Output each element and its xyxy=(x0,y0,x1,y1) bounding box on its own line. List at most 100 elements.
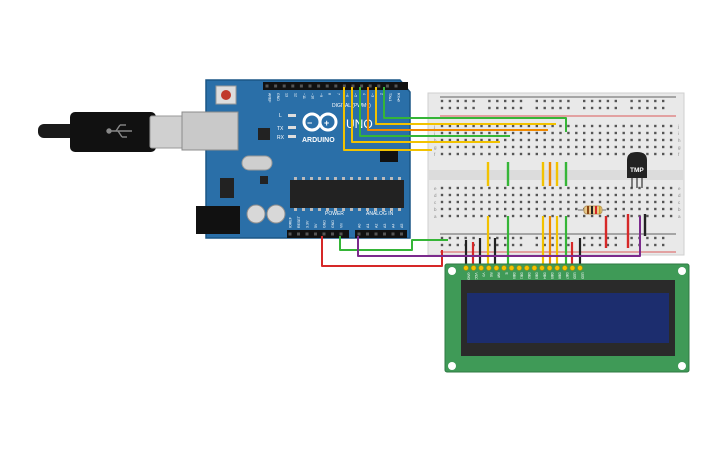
breadboard-hole[interactable] xyxy=(606,124,610,128)
breadboard-hole[interactable] xyxy=(590,138,594,142)
breadboard-hole[interactable] xyxy=(496,193,499,197)
breadboard-hole[interactable] xyxy=(551,131,554,135)
rail-hole[interactable] xyxy=(646,236,649,240)
rail-hole[interactable] xyxy=(606,106,610,110)
breadboard-hole[interactable] xyxy=(527,145,531,149)
breadboard-hole[interactable] xyxy=(575,207,578,211)
rail-hole[interactable] xyxy=(535,106,538,110)
breadboard-hole[interactable] xyxy=(480,145,483,149)
breadboard-hole[interactable] xyxy=(504,207,507,211)
rail-hole[interactable] xyxy=(543,106,546,110)
breadboard-hole[interactable] xyxy=(606,138,610,142)
breadboard-hole[interactable] xyxy=(622,138,625,142)
breadboard-hole[interactable] xyxy=(598,138,602,142)
breadboard-hole[interactable] xyxy=(567,214,570,218)
breadboard-hole[interactable] xyxy=(630,214,633,218)
rail-hole[interactable] xyxy=(598,236,602,240)
rail-hole[interactable] xyxy=(543,243,546,247)
analog-pin-hole[interactable] xyxy=(391,232,395,236)
rail-hole[interactable] xyxy=(590,243,594,247)
breadboard-hole[interactable] xyxy=(496,207,499,211)
breadboard-hole[interactable] xyxy=(448,193,452,197)
breadboard-hole[interactable] xyxy=(519,200,523,204)
breadboard-hole[interactable] xyxy=(480,193,483,197)
breadboard-hole[interactable] xyxy=(575,138,578,142)
breadboard-hole[interactable] xyxy=(504,131,507,135)
wires-power[interactable] xyxy=(321,216,641,267)
breadboard-hole[interactable] xyxy=(559,145,562,149)
breadboard-hole[interactable] xyxy=(567,207,570,211)
rail-hole[interactable] xyxy=(654,243,657,247)
wire-gnd-green[interactable] xyxy=(339,236,448,251)
breadboard-hole[interactable] xyxy=(598,186,602,190)
breadboard-hole[interactable] xyxy=(606,152,610,156)
breadboard-hole[interactable] xyxy=(535,145,538,149)
breadboard-hole[interactable] xyxy=(488,193,491,197)
breadboard-hole[interactable] xyxy=(614,186,617,190)
analog-header[interactable] xyxy=(355,230,407,238)
breadboard-hole[interactable] xyxy=(488,200,491,204)
breadboard-hole[interactable] xyxy=(614,214,617,218)
lcd-pin[interactable] xyxy=(478,265,484,271)
rail-hole[interactable] xyxy=(448,236,452,240)
breadboard-hole[interactable] xyxy=(543,193,546,197)
breadboard-hole[interactable] xyxy=(669,152,673,156)
breadboard-hole[interactable] xyxy=(480,138,483,142)
resistor[interactable] xyxy=(578,205,606,215)
breadboard-hole[interactable] xyxy=(622,207,625,211)
wire-pin7-green[interactable] xyxy=(383,87,567,132)
breadboard-hole[interactable] xyxy=(559,186,562,190)
breadboard-hole[interactable] xyxy=(551,207,554,211)
lcd-pin[interactable] xyxy=(531,265,538,271)
breadboard-hole[interactable] xyxy=(669,200,673,204)
breadboard-hole[interactable] xyxy=(551,193,554,197)
breadboard-hole[interactable] xyxy=(646,193,649,197)
breadboard-hole[interactable] xyxy=(583,152,586,156)
wire-pin10-green[interactable] xyxy=(359,87,510,137)
breadboard-hole[interactable] xyxy=(575,131,578,135)
breadboard-hole[interactable] xyxy=(488,145,491,149)
rail-hole[interactable] xyxy=(551,106,554,110)
usb-cable[interactable] xyxy=(38,112,185,152)
breadboard-hole[interactable] xyxy=(606,186,610,190)
breadboard-hole[interactable] xyxy=(638,200,641,204)
breadboard-hole[interactable] xyxy=(464,193,467,197)
digital-pin-hole[interactable] xyxy=(334,84,338,88)
rail-hole[interactable] xyxy=(488,236,491,240)
breadboard-hole[interactable] xyxy=(551,186,554,190)
breadboard-hole[interactable] xyxy=(448,214,452,218)
rail-hole[interactable] xyxy=(614,236,617,240)
breadboard-hole[interactable] xyxy=(622,200,625,204)
breadboard-hole[interactable] xyxy=(504,200,507,204)
breadboard-hole[interactable] xyxy=(622,193,625,197)
breadboard-hole[interactable] xyxy=(583,193,586,197)
breadboard-hole[interactable] xyxy=(504,124,507,128)
rail-hole[interactable] xyxy=(654,236,657,240)
breadboard-hole[interactable] xyxy=(511,186,515,190)
breadboard-hole[interactable] xyxy=(590,200,594,204)
breadboard-hole[interactable] xyxy=(614,193,617,197)
lcd-pin[interactable] xyxy=(470,265,477,271)
breadboard-hole[interactable] xyxy=(527,193,531,197)
breadboard-hole[interactable] xyxy=(440,152,444,156)
rail-hole[interactable] xyxy=(646,99,649,103)
breadboard-hole[interactable] xyxy=(480,152,483,156)
breadboard-hole[interactable] xyxy=(646,186,649,190)
breadboard-hole[interactable] xyxy=(504,186,507,190)
breadboard-hole[interactable] xyxy=(543,214,546,218)
breadboard-hole[interactable] xyxy=(630,207,633,211)
breadboard-hole[interactable] xyxy=(630,200,633,204)
breadboard-hole[interactable] xyxy=(606,207,610,211)
breadboard-hole[interactable] xyxy=(606,145,610,149)
rail-hole[interactable] xyxy=(511,99,515,103)
breadboard-hole[interactable] xyxy=(456,207,459,211)
breadboard-hole[interactable] xyxy=(519,214,523,218)
breadboard-hole[interactable] xyxy=(527,207,531,211)
digital-pin-hole[interactable] xyxy=(394,84,398,88)
rail-hole[interactable] xyxy=(440,243,444,247)
breadboard-hole[interactable] xyxy=(598,131,602,135)
breadboard-hole[interactable] xyxy=(575,214,578,218)
rail-hole[interactable] xyxy=(567,236,570,240)
breadboard-hole[interactable] xyxy=(614,145,617,149)
breadboard-hole[interactable] xyxy=(662,193,665,197)
